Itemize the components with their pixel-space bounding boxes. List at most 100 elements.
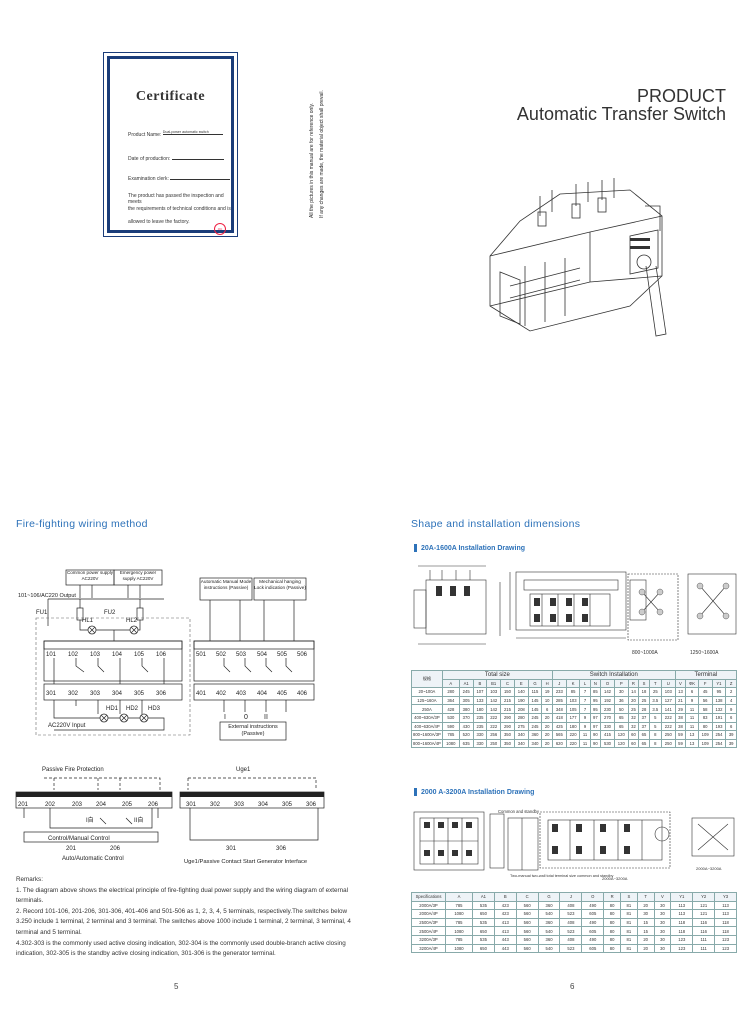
uge-terminal-304: 304 bbox=[258, 802, 269, 808]
table-cell: 620 bbox=[551, 738, 567, 749]
table-cell: 107 bbox=[472, 687, 488, 697]
table-cell: 13 bbox=[674, 687, 687, 697]
table1-col-header: S bbox=[638, 678, 650, 689]
table-cell: 220 bbox=[565, 730, 581, 740]
table-cell: 111 bbox=[692, 943, 716, 954]
total-size-group: Total size bbox=[441, 670, 553, 680]
table-cell: 530 bbox=[441, 712, 460, 723]
table-cell: 233 bbox=[551, 687, 567, 697]
table1-col-header: O bbox=[600, 678, 615, 689]
table-cell: 9 bbox=[685, 695, 699, 706]
switch-product-drawing bbox=[489, 178, 667, 337]
table2-col-header: A bbox=[445, 892, 473, 902]
notice-line-2: If any changes are made, the material ob… bbox=[319, 90, 325, 218]
terminal-302: 302 bbox=[68, 691, 79, 697]
table-cell: 1080 bbox=[445, 909, 473, 919]
terminal-203: 203 bbox=[72, 802, 83, 808]
remark-line-2: 2. Record 101-106, 201-206, 301-306, 401… bbox=[16, 907, 348, 915]
table2-col-header: Y2 bbox=[692, 892, 716, 902]
table-cell: 275 bbox=[513, 721, 529, 732]
table-cell: 3.5 bbox=[648, 704, 662, 714]
position-ii: II bbox=[264, 714, 268, 721]
remark-line-3: 3.250 include 1 terminal, 2 terminal and… bbox=[16, 918, 351, 936]
table-cell: 523 bbox=[559, 909, 583, 919]
table1-col-header: L bbox=[579, 678, 591, 689]
table-cell: 103 bbox=[660, 687, 676, 697]
table-cell: 1080 bbox=[445, 926, 473, 936]
table-cell: 20 bbox=[636, 900, 655, 911]
table1-col-header: B1 bbox=[486, 678, 502, 689]
uge-caption: Uge1/Passive Contact Start Generator Int… bbox=[184, 859, 307, 865]
table-cell: 13 bbox=[685, 730, 699, 740]
table-cell: 80 bbox=[603, 900, 621, 911]
table-cell: 254 bbox=[711, 730, 727, 740]
table-cell: 145 bbox=[527, 695, 543, 706]
table2-col-header: A1 bbox=[471, 892, 495, 902]
table-cell: 2000A/3P bbox=[411, 900, 446, 911]
terminal-101: 101 bbox=[46, 652, 57, 658]
terminal-403: 403 bbox=[236, 691, 247, 697]
table-cell: 340 bbox=[513, 730, 529, 740]
table-cell: 38 bbox=[674, 721, 687, 732]
table-cell: 80 bbox=[697, 721, 713, 732]
caption-1250-1600: 1250~1600A bbox=[690, 650, 719, 656]
table-cell: 423 bbox=[493, 909, 517, 919]
table-cell: 800~1600A/4P bbox=[411, 738, 443, 749]
terminal-303: 303 bbox=[90, 691, 101, 697]
table2-col-header: V bbox=[653, 892, 672, 902]
table-cell: 37 bbox=[638, 712, 650, 723]
terminal-402: 402 bbox=[216, 691, 227, 697]
terminal-104: 104 bbox=[112, 652, 123, 658]
terminal-305: 305 bbox=[134, 691, 145, 697]
table-cell: 360 bbox=[537, 917, 561, 928]
table-cell: 121 bbox=[692, 900, 716, 911]
table-cell: 1080 bbox=[441, 738, 460, 749]
table-cell: 127 bbox=[660, 695, 676, 706]
fire-protection-title: Passive Fire Protection bbox=[42, 767, 104, 773]
table-cell: 80 bbox=[603, 909, 621, 919]
table-cell: 650 bbox=[471, 926, 495, 936]
table-cell: 6 bbox=[685, 687, 699, 697]
table-cell: 250 bbox=[660, 730, 676, 740]
table-cell: 180 bbox=[472, 704, 488, 714]
terminal-401: 401 bbox=[196, 691, 207, 697]
table-cell: 11 bbox=[579, 730, 591, 740]
switch-install-group: Switch Installation bbox=[551, 670, 676, 680]
table-cell: 605 bbox=[581, 943, 605, 954]
table-cell: 605 bbox=[581, 926, 605, 936]
table-cell: 408 bbox=[559, 934, 583, 945]
table-cell: 11 bbox=[685, 712, 699, 723]
lamp-icon bbox=[129, 625, 139, 635]
table-cell: 120 bbox=[613, 738, 629, 749]
table-cell: 2000A/4P bbox=[411, 909, 446, 919]
table-cell: 3200A/4P bbox=[411, 943, 446, 954]
table-cell: 140 bbox=[513, 687, 529, 697]
hd2-label: HD2 bbox=[126, 706, 139, 712]
table2-col-header: S bbox=[620, 892, 638, 902]
table-cell: 360 bbox=[537, 934, 561, 945]
table-cell: 103 bbox=[486, 687, 502, 697]
table-cell: 1080 bbox=[445, 943, 473, 954]
table-cell: 30 bbox=[636, 909, 655, 919]
table-cell: 535 bbox=[471, 917, 495, 928]
table2-col-header: Y3 bbox=[714, 892, 737, 902]
table-cell: 113 bbox=[714, 900, 737, 911]
caption-2000-3200-b: 2000A~3200A bbox=[696, 866, 722, 871]
table-cell: 113 bbox=[714, 909, 737, 919]
terminal-405: 405 bbox=[277, 691, 288, 697]
common-standby-label: Common and standby bbox=[498, 809, 540, 814]
product-name-field: Product Name: Dual-power automatic switc… bbox=[128, 130, 223, 138]
table1-col-header: T bbox=[648, 678, 662, 689]
uge-terminal-301: 301 bbox=[186, 802, 197, 808]
uge-terminal-306: 306 bbox=[306, 802, 317, 808]
uge-terminal-305: 305 bbox=[282, 802, 293, 808]
table-cell: 65 bbox=[638, 730, 650, 740]
table-cell: 535 bbox=[471, 900, 495, 911]
remarks-block: Remarks: 1. The diagram above shows the … bbox=[16, 875, 351, 960]
terminal-404: 404 bbox=[257, 691, 268, 697]
table2-col-header: J bbox=[559, 892, 583, 902]
table-cell: 97 bbox=[589, 712, 602, 723]
